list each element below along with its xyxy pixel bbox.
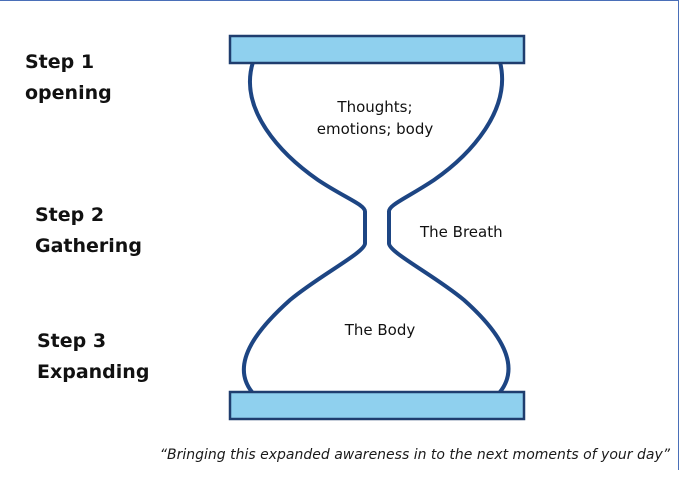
step-2-title: Step 2 [35,204,105,226]
step-2-name: Gathering [35,235,142,257]
step-2-label: Step 2 Gathering [35,200,142,262]
step-1-label: Step 1 opening [25,47,112,109]
top-chamber-label: Thoughts; emotions; body [300,96,450,140]
neck-label: The Breath [420,223,503,241]
closing-quote: “Bringing this expanded awareness in to … [159,447,670,463]
top-chamber-label-line2: emotions; body [316,120,434,138]
hourglass-left-outline [241,60,367,394]
step-3-label: Step 3 Expanding [37,326,149,388]
step-3-name: Expanding [37,361,150,383]
step-1-title: Step 1 [25,51,95,73]
top-chamber-label-line1: Thoughts; [337,98,413,116]
hourglass-bottom-cap [228,390,526,421]
bottom-chamber-label: The Body [344,321,416,339]
step-1-name: opening [25,82,112,104]
step-3-title: Step 3 [37,330,107,352]
hourglass-right-outline [387,60,511,394]
hourglass-top-cap [228,34,526,65]
